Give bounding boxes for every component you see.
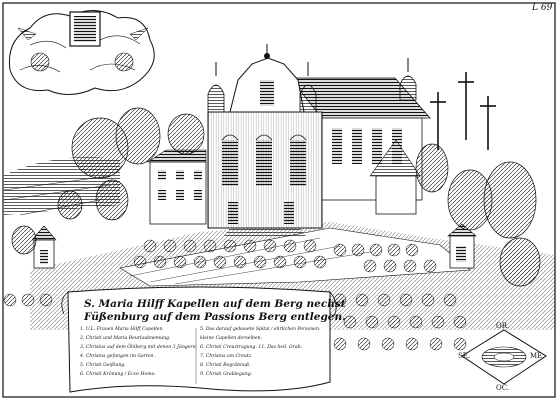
orchard-tree (39, 293, 53, 307)
orchard-tree (3, 293, 17, 307)
orchard-tree (313, 255, 327, 269)
right-chapel (369, 139, 477, 269)
compass-rose (461, 329, 547, 385)
orchard-tree (293, 255, 307, 269)
legend-right-item: 7. Christus am Creutz. (200, 354, 253, 359)
orchard-tree (363, 259, 377, 273)
orchard-tree (399, 293, 413, 307)
orchard-tree (405, 337, 419, 351)
orchard-tree (377, 293, 391, 307)
orchard-tree (223, 239, 237, 253)
orchard-tree (443, 293, 457, 307)
orchard-tree (381, 337, 395, 351)
legend-right-item: 9. Christi Grablegung. (200, 372, 253, 377)
chapel-building (207, 44, 431, 236)
orchard-tree (409, 315, 423, 329)
orchard-tree (153, 255, 167, 269)
orchard-tree (253, 255, 267, 269)
orchard-tree (383, 259, 397, 273)
orchard-tree (243, 239, 257, 253)
orchard-tree (173, 255, 187, 269)
orchard-tree (133, 255, 147, 269)
orchard-tree (303, 239, 317, 253)
orchard-tree (405, 243, 419, 257)
legend-left-item: 4. Christus gefangen im Garten. (80, 354, 155, 359)
orchard-tree (183, 239, 197, 253)
orchard-tree (273, 255, 287, 269)
orchard-tree (387, 243, 401, 257)
orchard-tree (387, 315, 401, 329)
page-number: L 69 (532, 3, 553, 13)
cartouche-title-line-2: Füßenburg auf dem Passions Berg entlegen… (84, 311, 346, 323)
legend-right-item: 5. Das darauf gebauete Spital / ehrliche… (200, 327, 321, 332)
orchard-tree (355, 293, 369, 307)
orchard-tree (421, 293, 435, 307)
side-house (147, 149, 207, 225)
orchard-tree (283, 239, 297, 253)
orchard-tree (21, 293, 35, 307)
orchard-tree (431, 315, 445, 329)
orchard-tree (203, 239, 217, 253)
left-chapel (31, 225, 57, 269)
cartouche-title-line-1: S. Maria Hilff Kapellen auf dem Berg nec… (84, 298, 346, 310)
legend-right-item: kleine Capellen derselben. (200, 336, 263, 341)
angel-cloud (8, 10, 155, 95)
compass-south-label: OC. (496, 384, 510, 392)
orchard-tree (143, 239, 157, 253)
orchard-tree (453, 337, 467, 351)
orchard-tree (423, 259, 437, 273)
orchard-tree (429, 337, 443, 351)
legend-left-item: 6. Christi Krönung / Ecce Homo. (80, 372, 156, 377)
compass-west-label: SE. (458, 352, 471, 360)
calvary-crosses (430, 72, 496, 150)
orchard-tree (193, 255, 207, 269)
legend-left-item: 1. U.L. Frauen Maria Hilff Capellen. (80, 327, 164, 332)
orchard-trees (3, 239, 467, 351)
orchard-tree (213, 255, 227, 269)
legend-left-item: 2. Christi und Maria Beurlaubnemung. (80, 336, 171, 341)
orchard-tree (453, 315, 467, 329)
orchard-tree (233, 255, 247, 269)
orchard-tree (351, 243, 365, 257)
orchard-tree (163, 239, 177, 253)
legend-left-item: 5. Christi Geißlung. (80, 363, 126, 368)
legend-right-item: 6. Christi Creuztragung. 11. Das heil. G… (200, 345, 302, 350)
orchard-tree (333, 293, 347, 307)
orchard-tree (403, 259, 417, 273)
compass-north-label: OR. (496, 322, 510, 330)
cartouche-banner (61, 286, 337, 393)
compass-east-label: ME. (530, 352, 545, 360)
orchard-tree (333, 243, 347, 257)
legend-right-item: 8. Christi Begräbnuß. (200, 363, 251, 368)
orchard-tree (343, 315, 357, 329)
orchard-tree (263, 239, 277, 253)
legend-left-item: 3. Christus auf dem Öhlberg mit denen 3 … (80, 345, 198, 350)
orchard-tree (333, 337, 347, 351)
orchard-tree (357, 337, 371, 351)
orchard-tree (365, 315, 379, 329)
trees (11, 107, 541, 287)
orchard-tree (369, 243, 383, 257)
